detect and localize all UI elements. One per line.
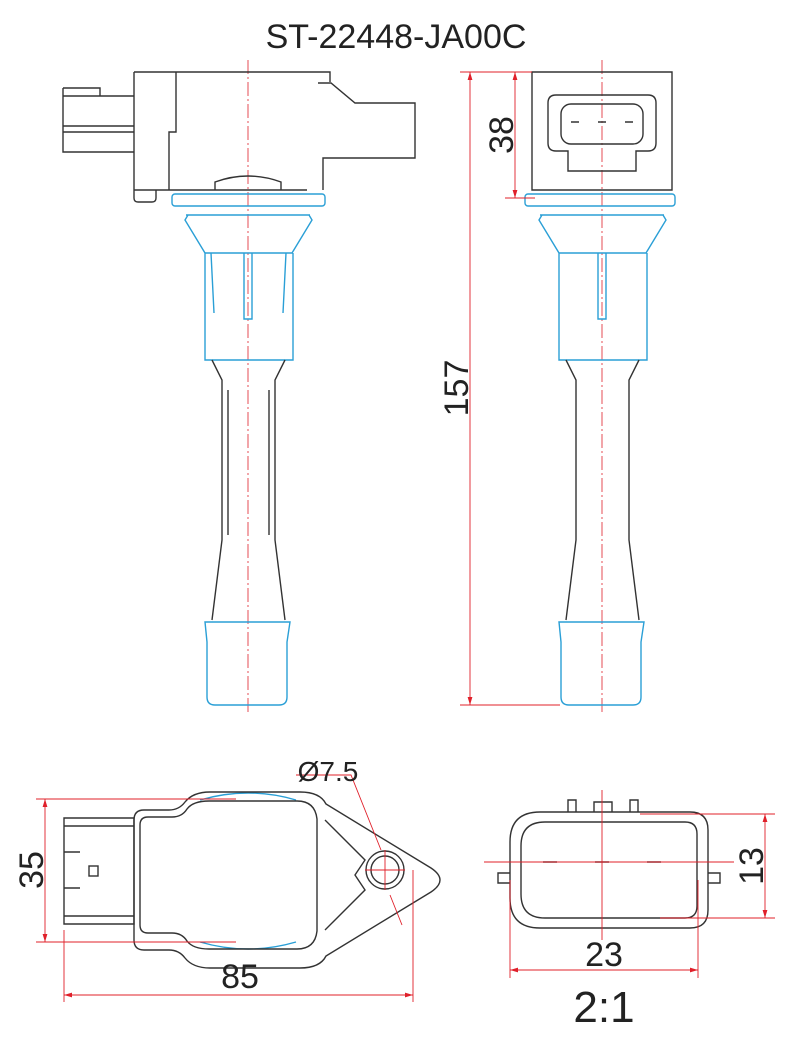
part-number-title: ST-22448-JA00C (266, 18, 527, 56)
svg-text:23: 23 (585, 936, 623, 974)
hole-diameter-label: Ø7.5 (298, 756, 359, 787)
coil-top-view (63, 774, 441, 969)
dimension-13: 13 (640, 813, 775, 919)
svg-text:38: 38 (483, 116, 521, 154)
svg-text:35: 35 (13, 851, 51, 889)
scale-label: 2:1 (573, 983, 634, 1032)
dimension-85: 85 (63, 870, 414, 1002)
dimension-157: 157 (438, 71, 560, 706)
svg-text:157: 157 (438, 360, 476, 417)
connector-end-view (484, 790, 734, 940)
coil-front-view (524, 60, 676, 712)
coil-side-view (62, 60, 416, 712)
svg-text:85: 85 (221, 958, 259, 996)
svg-text:13: 13 (733, 847, 771, 885)
dimension-38: 38 (483, 72, 535, 199)
dimension-35: 35 (13, 798, 236, 943)
dimension-23: 23 (509, 880, 699, 978)
